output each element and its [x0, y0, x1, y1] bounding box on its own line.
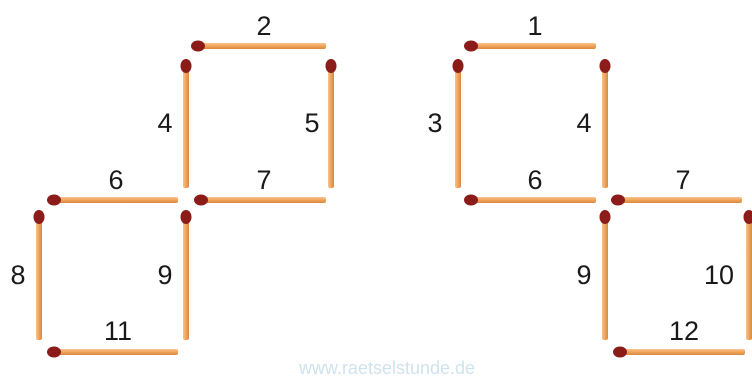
match-stick	[183, 66, 189, 188]
match-5[interactable]: 5	[304, 59, 336, 188]
match-head	[326, 59, 337, 73]
left-figure: 2 4 5 6 7 8 9 11	[10, 11, 336, 358]
match-7[interactable]: 7	[611, 165, 742, 206]
match-number-label: 10	[704, 260, 734, 290]
match-stick	[201, 197, 326, 203]
match-head	[194, 195, 208, 206]
match-head	[34, 210, 45, 224]
match-6[interactable]: 6	[464, 165, 596, 206]
match-head	[191, 41, 205, 52]
match-4[interactable]: 4	[157, 59, 191, 188]
match-number-label: 11	[104, 316, 132, 346]
match-8[interactable]: 8	[10, 210, 44, 340]
match-number-label: 1	[527, 11, 542, 41]
match-number-label: 12	[669, 316, 699, 346]
match-head	[600, 210, 611, 224]
match-number-label: 9	[157, 260, 172, 290]
match-number-label: 3	[427, 108, 442, 138]
match-10[interactable]: 10	[704, 210, 752, 340]
match-stick	[455, 66, 461, 188]
match-head	[47, 347, 61, 358]
match-stick	[471, 197, 596, 203]
match-number-label: 7	[675, 165, 690, 195]
match-stick	[618, 197, 742, 203]
match-number-label: 2	[256, 11, 271, 41]
match-stick	[54, 349, 178, 355]
match-head	[181, 210, 192, 224]
match-head	[600, 59, 611, 73]
match-head	[47, 195, 61, 206]
match-head	[181, 59, 192, 73]
match-head	[453, 59, 464, 73]
match-stick	[198, 43, 326, 49]
watermark-text: www.raetselstunde.de	[298, 358, 475, 378]
match-stick	[471, 43, 596, 49]
match-head	[744, 210, 752, 224]
match-9[interactable]: 9	[157, 210, 191, 340]
match-number-label: 6	[108, 165, 123, 195]
match-stick	[602, 217, 608, 340]
match-head	[464, 41, 478, 52]
match-9[interactable]: 9	[576, 210, 610, 340]
match-head	[464, 195, 478, 206]
match-2[interactable]: 2	[191, 11, 326, 52]
match-number-label: 4	[157, 108, 172, 138]
match-7[interactable]: 7	[194, 165, 326, 206]
match-stick	[36, 217, 42, 340]
match-11[interactable]: 11	[47, 316, 178, 358]
match-head	[611, 195, 625, 206]
match-stick	[328, 66, 334, 188]
match-number-label: 9	[576, 260, 591, 290]
match-number-label: 7	[256, 165, 271, 195]
match-stick	[54, 197, 178, 203]
match-3[interactable]: 3	[427, 59, 463, 188]
match-stick	[620, 349, 745, 355]
match-head	[613, 347, 627, 358]
match-4[interactable]: 4	[576, 59, 610, 188]
match-6[interactable]: 6	[47, 165, 178, 206]
match-stick	[746, 217, 752, 340]
match-number-label: 8	[10, 260, 25, 290]
match-stick	[602, 66, 608, 188]
match-1[interactable]: 1	[464, 11, 596, 52]
match-number-label: 5	[304, 108, 319, 138]
match-number-label: 4	[576, 108, 591, 138]
match-stick	[183, 217, 189, 340]
match-12[interactable]: 12	[613, 316, 745, 358]
match-number-label: 6	[527, 165, 542, 195]
